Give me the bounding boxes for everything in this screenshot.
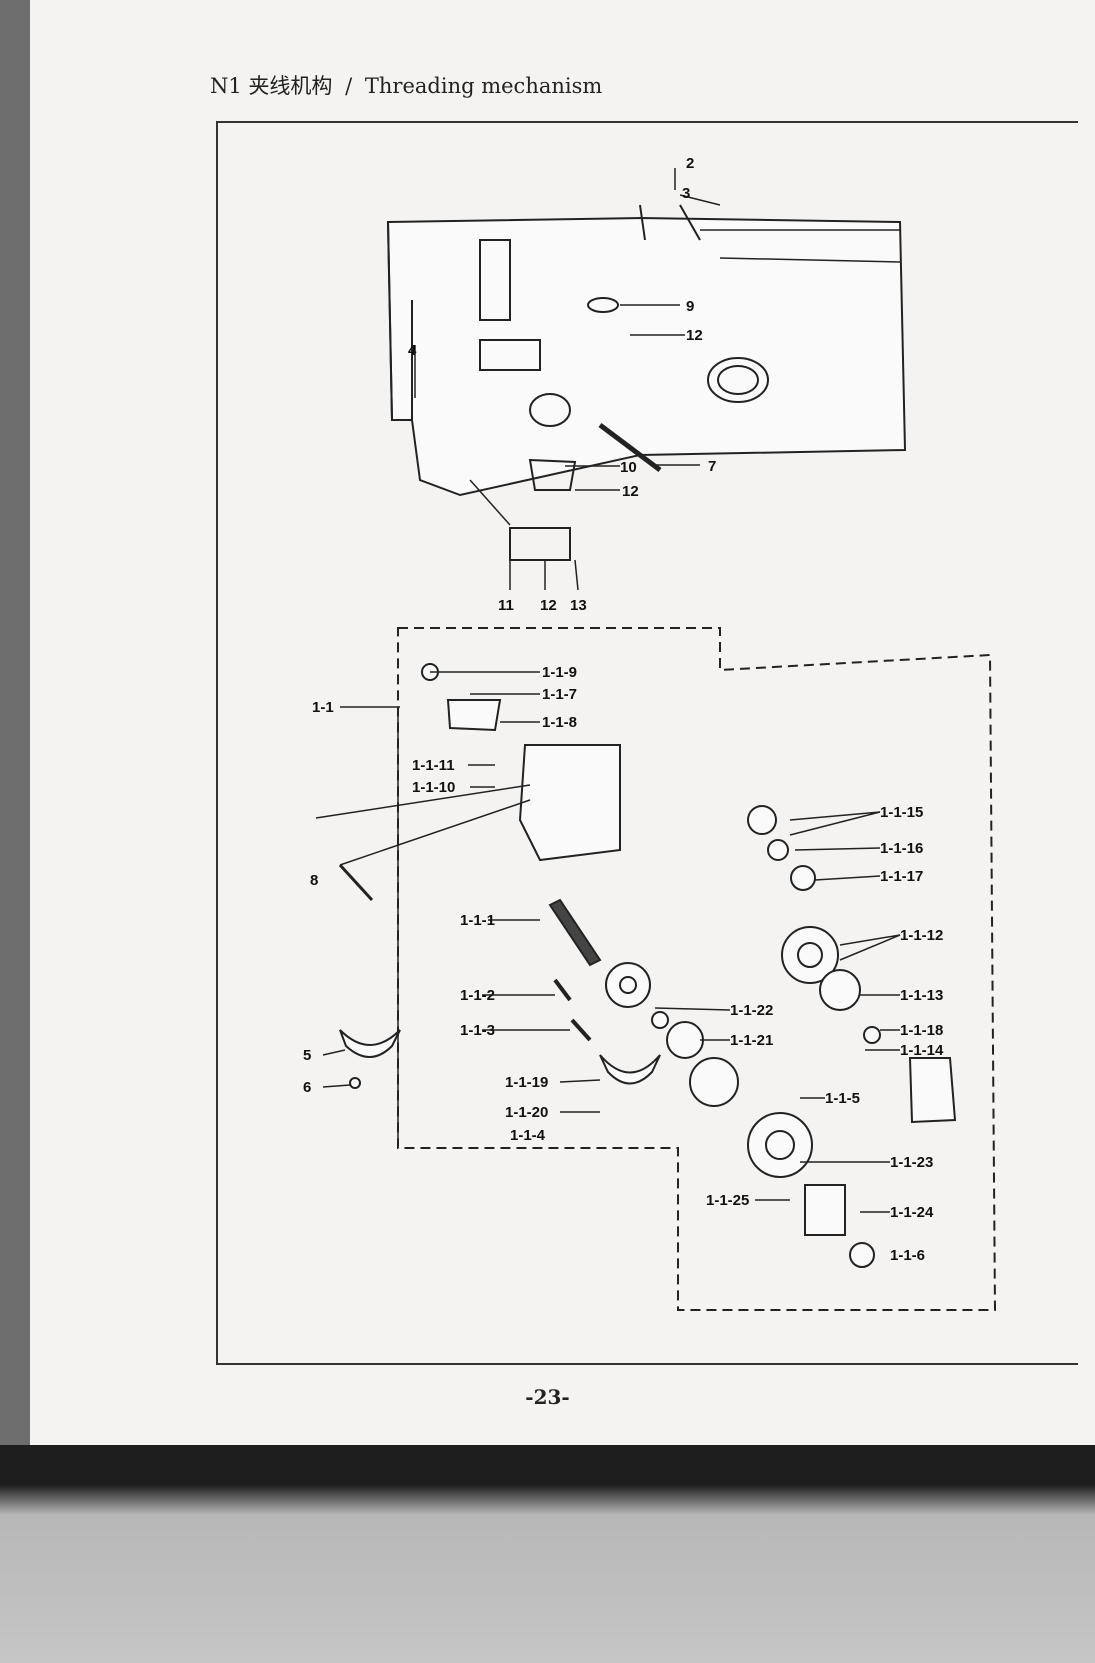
callout-1-1-9: 1-1-9 bbox=[542, 664, 577, 681]
callout-1-1-19: 1-1-19 bbox=[505, 1074, 548, 1091]
callout-1-1-1: 1-1-1 bbox=[460, 912, 495, 929]
callout-3: 3 bbox=[682, 185, 690, 202]
callout-1-1-3: 1-1-3 bbox=[460, 1022, 495, 1039]
callout-1-1-2: 1-1-2 bbox=[460, 987, 495, 1004]
callout-12: 12 bbox=[686, 327, 703, 344]
callout-11: 11 bbox=[498, 597, 514, 614]
callout-1-1-8: 1-1-8 bbox=[542, 714, 577, 731]
callout-1-1-10: 1-1-10 bbox=[412, 779, 455, 796]
callout-1-1: 1-1 bbox=[312, 699, 334, 716]
callout-1-1-22: 1-1-22 bbox=[730, 1002, 773, 1019]
callout-8: 8 bbox=[310, 872, 318, 889]
callout-1-1-21: 1-1-21 bbox=[730, 1032, 773, 1049]
callout-1-1-15: 1-1-15 bbox=[880, 804, 923, 821]
callout-10: 10 bbox=[620, 459, 637, 476]
callout-1-1-18: 1-1-18 bbox=[900, 1022, 943, 1039]
callout-4: 4 bbox=[408, 342, 417, 359]
page-number: -23- bbox=[0, 1385, 1095, 1409]
callout-7: 7 bbox=[708, 458, 716, 475]
callout-1-1-17: 1-1-17 bbox=[880, 868, 923, 885]
callout-9: 9 bbox=[686, 298, 694, 315]
callout-1-1-5: 1-1-5 bbox=[825, 1090, 860, 1107]
callout-1-1-24: 1-1-24 bbox=[890, 1204, 934, 1221]
callout-5: 5 bbox=[303, 1047, 311, 1064]
callout-1-1-25: 1-1-25 bbox=[706, 1192, 749, 1209]
callout-1-1-12: 1-1-12 bbox=[900, 927, 943, 944]
callout-1-1-4: 1-1-4 bbox=[510, 1127, 546, 1144]
callout-1-1-7: 1-1-7 bbox=[542, 686, 577, 703]
callout-12b: 12 bbox=[622, 483, 639, 500]
machine-head-drawing bbox=[388, 205, 905, 560]
callout-1-1-23: 1-1-23 bbox=[890, 1154, 933, 1171]
callout-1-1-16: 1-1-16 bbox=[880, 840, 923, 857]
callout-1-1-20: 1-1-20 bbox=[505, 1104, 548, 1121]
callout-1-1-6: 1-1-6 bbox=[890, 1247, 925, 1264]
callout-1-1-13: 1-1-13 bbox=[900, 987, 943, 1004]
callout-1-1-14: 1-1-14 bbox=[900, 1042, 944, 1059]
callout-13: 13 bbox=[570, 597, 587, 614]
callout-1-1-11: 1-1-11 bbox=[412, 757, 455, 774]
callout-2: 2 bbox=[686, 155, 694, 172]
callout-12c: 12 bbox=[540, 597, 557, 614]
callout-6: 6 bbox=[303, 1079, 311, 1096]
